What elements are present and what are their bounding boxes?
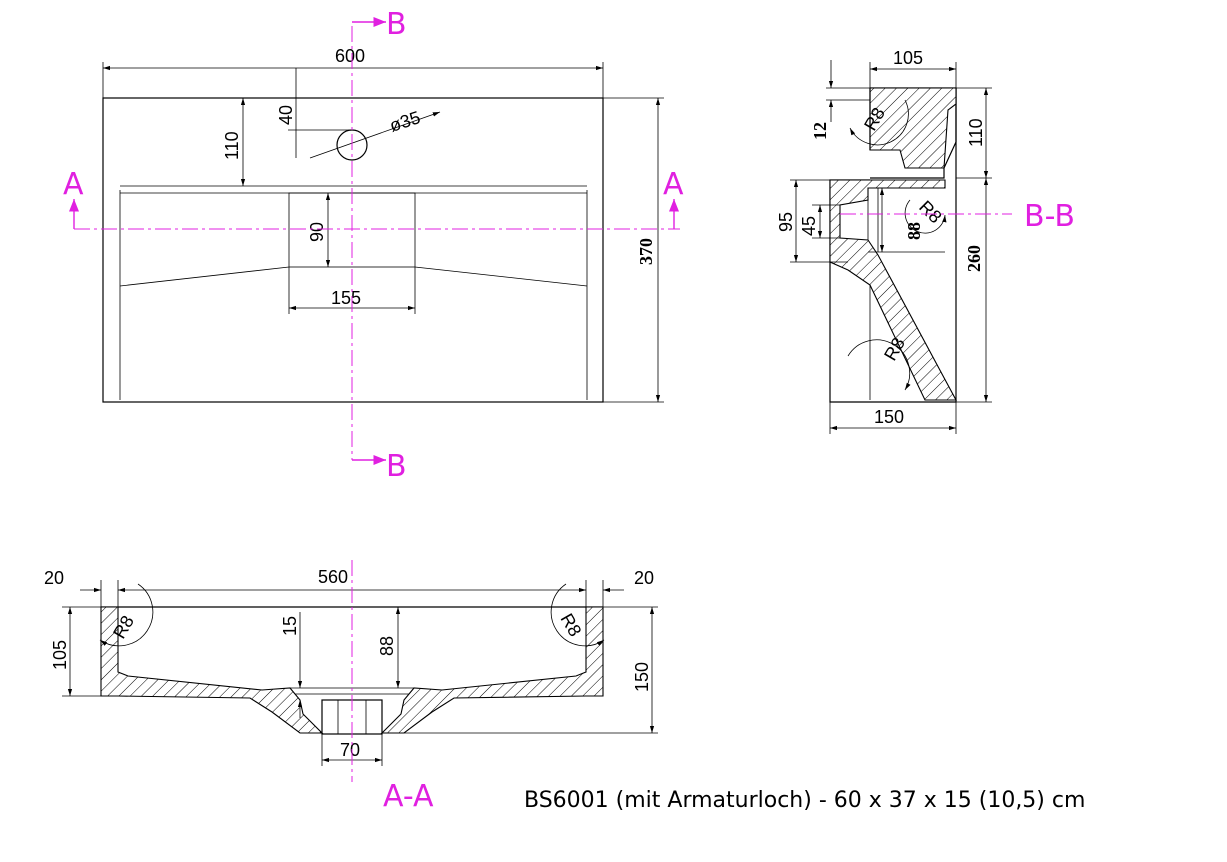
dim-back-height: 110 — [966, 118, 986, 147]
section-a-left: A — [63, 167, 84, 202]
front-section-a-a: R8 R8 20 560 20 105 15 88 150 — [44, 560, 658, 814]
section-a-right: A — [663, 167, 684, 202]
dim-outlet-inner: 45 — [799, 216, 819, 236]
basin-outline — [102, 97, 604, 403]
dim-right-wall: 20 — [634, 568, 654, 588]
side-section-b-b: R8 R8 R8 105 12 110 95 45 88 — [776, 48, 1075, 434]
left-wall-hatch — [100, 606, 324, 734]
dim-basin-depth: 88 — [377, 636, 397, 656]
section-a-a-label: A-A — [383, 779, 434, 814]
dim-total-height-front: 150 — [632, 662, 652, 692]
dim-drain-depth: 90 — [307, 222, 327, 242]
dim-drain-width-front: 70 — [340, 740, 360, 760]
dim-total-depth: 370 — [636, 238, 656, 265]
section-b-b-label: B-B — [1024, 199, 1075, 234]
section-b-top: B — [386, 7, 407, 42]
right-wall-hatch — [380, 606, 604, 734]
section-b-bottom: B — [386, 449, 407, 484]
dim-base-width: 150 — [874, 407, 904, 427]
dim-drain-width: 155 — [331, 288, 361, 308]
dim-depth: 88 — [904, 222, 924, 240]
top-view: 600 40 ø35 110 90 155 370 A A — [63, 7, 684, 484]
dim-back-depth: 110 — [222, 131, 242, 160]
dim-top-width: 105 — [893, 48, 923, 68]
dim-total-height: 260 — [964, 245, 984, 272]
dim-drop: 15 — [280, 616, 300, 636]
dim-side-height: 105 — [50, 640, 70, 670]
dim-rim: 12 — [810, 122, 830, 140]
rim-hatch — [869, 87, 957, 169]
dim-left-wall: 20 — [44, 568, 64, 588]
dim-width: 600 — [335, 46, 365, 66]
dim-tap-hole: ø35 — [387, 107, 423, 136]
product-caption: BS6001 (mit Armaturloch) - 60 x 37 x 15 … — [524, 788, 1086, 813]
dim-outlet-height: 95 — [776, 212, 796, 232]
dim-inner-width: 560 — [318, 567, 348, 587]
dim-tap-offset: 40 — [276, 105, 296, 125]
